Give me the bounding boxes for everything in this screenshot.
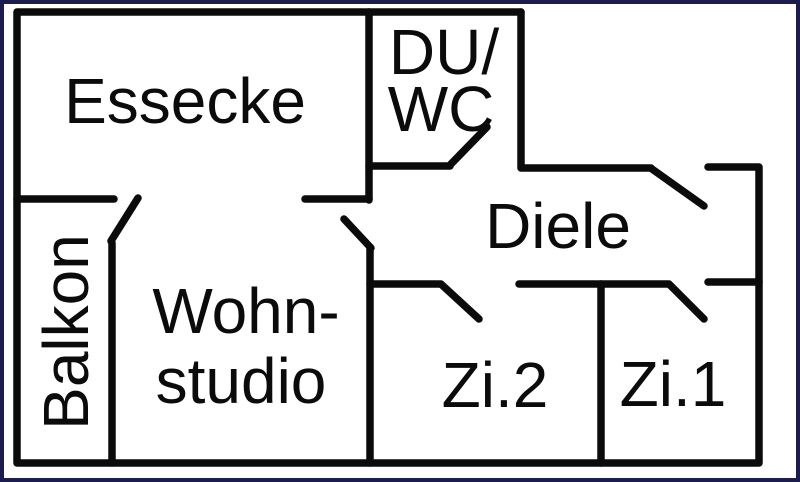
door-wohnstudio-leaf [340, 215, 375, 252]
room-label-balkon: Balkon [30, 234, 102, 430]
room-label-duwc-line1: DU/ [389, 16, 499, 88]
walls [13, 8, 763, 467]
room-label-zi1: Zi.1 [620, 348, 727, 420]
door-duwc-leaf [447, 123, 491, 168]
room-label-wohnstudio-line1: Wohn- [152, 275, 339, 347]
wall-duwc-right-diele-top [517, 8, 655, 172]
door-zi2-leaf [438, 281, 483, 323]
door-entrance-leaf [648, 165, 708, 210]
room-label-diele: Diele [485, 190, 631, 262]
wall-outer [13, 8, 763, 467]
door-balkon-leaf [107, 194, 142, 245]
room-label-essecke: Essecke [64, 65, 306, 137]
room-label-wohnstudio-line2: studio [156, 345, 327, 417]
door-leaves [107, 123, 708, 323]
room-labels: Essecke DU/ WC Diele Balkon Wohn- studio… [30, 16, 726, 430]
room-label-duwc-line2: WC [388, 73, 495, 145]
door-zi1-leaf [666, 281, 708, 323]
room-label-zi2: Zi.2 [442, 349, 549, 421]
